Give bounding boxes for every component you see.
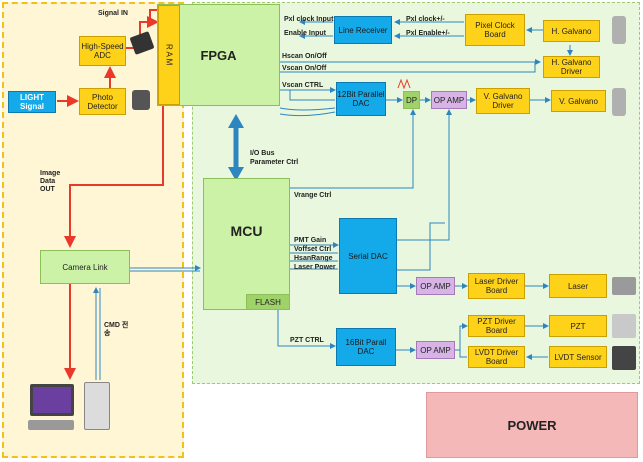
laser-driver-board-label: Laser Driver Board (474, 277, 519, 295)
v-galvano-driver-block: V. Galvano Driver (476, 88, 530, 114)
power-label: POWER (507, 417, 557, 433)
hs-adc-label: High-Speed ADC (81, 42, 124, 60)
h-galvano-driver-block: H. Galvano Driver (543, 56, 600, 78)
pzt-driver-board-block: PZT Driver Board (468, 315, 525, 337)
photo-detector-block: Photo Detector (79, 88, 126, 115)
pixel-clock-board-label: Pixel Clock Board (475, 21, 515, 39)
lvdt-sensor-label: LVDT Sensor (554, 352, 602, 362)
lvdt-image (612, 346, 636, 370)
pzt-driver-board-label: PZT Driver Board (477, 317, 516, 335)
h-galvano-label: H. Galvano (551, 26, 592, 36)
dac12-block: 12Bit Parallel DAC (336, 82, 386, 116)
dac12-label: 12Bit Parallel DAC (337, 90, 385, 108)
flash-label: FLASH (255, 297, 281, 307)
pxl-clock-pm-label: Pxl clock+/- (406, 16, 445, 23)
flash-block: FLASH (246, 294, 290, 310)
line-receiver-label: Line Receiver (338, 25, 388, 35)
serial-dac-label: Serial DAC (348, 251, 388, 261)
mcu-label: MCU (230, 223, 263, 239)
op-amp-top-block: OP AMP (431, 91, 467, 109)
pxl-clock-input-label: Pxl clock Input (284, 16, 334, 23)
pmt-gain-label: PMT Gain (294, 237, 327, 244)
pxl-enable-pm-label: Pxl Enable+/- (406, 30, 450, 37)
pzt-image (612, 314, 636, 338)
dac16-label: 16Bit Parall DAC (345, 338, 387, 356)
power-block: POWER (426, 392, 638, 458)
image-data-out-label: Image Data OUT (40, 170, 61, 193)
lvdt-sensor-block: LVDT Sensor (549, 346, 607, 368)
v-galvano-image (612, 88, 626, 116)
laser-label: Laser (567, 281, 588, 291)
light-signal-label: LIGHT Signal (19, 93, 44, 111)
cmd-send-label: CMD 전송 (104, 322, 129, 337)
photo-detector-label: Photo Detector (87, 92, 118, 111)
laser-block: Laser (549, 274, 607, 298)
camera-link-block: Camera Link (40, 250, 130, 284)
camera-link-label: Camera Link (62, 262, 108, 272)
param-ctrl-label: Parameter Ctrl (250, 159, 299, 166)
laser-image (612, 277, 636, 295)
h-galvano-image (612, 16, 626, 44)
hs-adc-block: High-Speed ADC (79, 36, 126, 66)
pixel-clock-board-block: Pixel Clock Board (465, 14, 525, 46)
pzt-label: PZT (570, 321, 586, 331)
fpga-label: FPGA (200, 47, 237, 63)
op-amp-bottom-label: OP AMP (420, 345, 451, 355)
v-galvano-block: V. Galvano (551, 90, 606, 112)
dp-block: DP (403, 91, 420, 109)
light-signal-block: LIGHT Signal (8, 91, 56, 113)
mcu-block: MCU (203, 178, 290, 310)
dp-label: DP (405, 95, 418, 105)
enable-input-label: Enable Input (284, 30, 326, 37)
lvdt-driver-board-label: LVDT Driver Board (474, 348, 519, 366)
ram-label: R A M (164, 44, 174, 66)
laser-driver-board-block: Laser Driver Board (468, 273, 525, 299)
op-amp-mid-block: OP AMP (416, 277, 455, 295)
lvdt-driver-board-block: LVDT Driver Board (468, 346, 525, 368)
signal-in-label: Signal IN (98, 10, 128, 17)
pzt-ctrl-label: PZT CTRL (290, 337, 324, 344)
computer-monitor-image (30, 384, 74, 416)
laser-power-label: Laser Power (294, 264, 336, 271)
photodetector-image (132, 90, 150, 110)
v-galvano-label: V. Galvano (559, 96, 598, 106)
h-galvano-block: H. Galvano (543, 20, 600, 42)
v-galvano-driver-label: V. Galvano Driver (483, 92, 523, 110)
hsan-range-label: HsanRange (294, 255, 333, 262)
op-amp-bottom-block: OP AMP (416, 341, 455, 359)
vscan-ctrl-label: Vscan CTRL (282, 82, 324, 89)
computer-keyboard-image (28, 420, 74, 430)
hscan-onoff-label: Hscan On/Off (282, 53, 327, 60)
dac16-block: 16Bit Parall DAC (336, 328, 396, 366)
io-bus-label: I/O Bus (250, 150, 275, 157)
vscan-onoff-label: Vscan On/Off (282, 65, 327, 72)
h-galvano-driver-label: H. Galvano Driver (551, 58, 592, 76)
op-amp-top-label: OP AMP (433, 95, 465, 105)
ram-block: R A M (158, 5, 180, 105)
serial-dac-block: Serial DAC (339, 218, 397, 294)
line-receiver-block: Line Receiver (334, 16, 392, 44)
vrange-ctrl-label: Vrange Ctrl (294, 192, 332, 199)
voffset-ctrl-label: Voffset Ctrl (294, 246, 332, 253)
pzt-block: PZT (549, 315, 607, 337)
op-amp-mid-label: OP AMP (420, 281, 451, 291)
computer-tower-image (84, 382, 110, 430)
